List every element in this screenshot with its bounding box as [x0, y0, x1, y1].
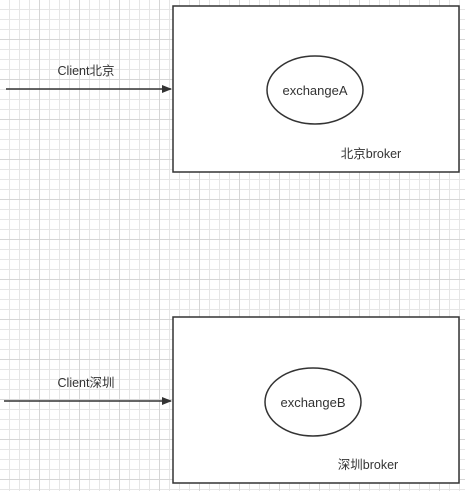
client-beijing-label: Client北京: [58, 64, 115, 78]
exchange-b-label: exchangeB: [280, 395, 345, 410]
bottom-group: Client深圳 exchangeB 深圳broker: [4, 316, 460, 484]
exchange-a-label: exchangeA: [282, 83, 347, 98]
client-shenzhen-label: Client深圳: [58, 376, 115, 390]
exchange-a-node[interactable]: [266, 55, 364, 125]
exchange-b-node[interactable]: [264, 367, 362, 437]
top-group: Client北京 exchangeA 北京broker: [6, 5, 460, 173]
broker-beijing-label: 北京broker: [341, 147, 401, 161]
broker-shenzhen-label: 深圳broker: [338, 458, 398, 472]
